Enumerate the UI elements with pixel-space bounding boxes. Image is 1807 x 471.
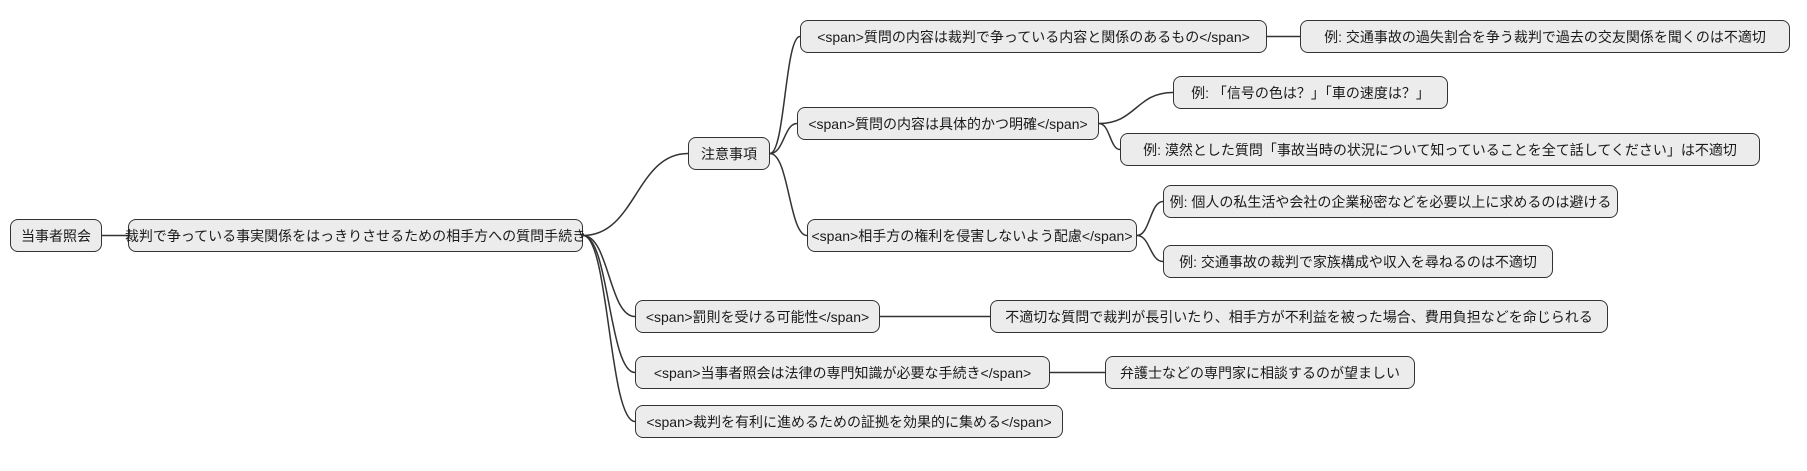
edge-rights-example2 xyxy=(1136,234,1164,263)
edge-rights-example1 xyxy=(1136,200,1164,237)
edge-cautions-specificity xyxy=(769,122,798,155)
node-cautions: 注意事項 xyxy=(688,137,770,170)
node-penalty-detail: 不適切な質問で裁判が長引いたり、相手方が不利益を被った場合、費用負担などを命じら… xyxy=(990,300,1608,333)
node-rights: <span>相手方の権利を侵害しないよう配慮</span> xyxy=(807,219,1137,252)
node-penalty: <span>罰則を受ける可能性</span> xyxy=(635,300,880,333)
edge-definition-purpose xyxy=(582,234,636,423)
node-definition: 裁判で争っている事実関係をはっきりさせるための相手方への質問手続き xyxy=(125,219,586,252)
node-rights-example-1: 例: 個人の私生活や会社の企業秘密などを必要以上に求めるのは避ける xyxy=(1163,185,1618,218)
node-rights-example-2: 例: 交通事故の裁判で家族構成や収入を尋ねるのは不適切 xyxy=(1163,245,1553,278)
node-relevance-example: 例: 交通事故の過失割合を争う裁判で過去の交友関係を聞くのは不適切 xyxy=(1300,20,1790,53)
node-specificity: <span>質問の内容は具体的かつ明確</span> xyxy=(797,107,1099,140)
edge-cautions-relevance xyxy=(769,35,801,155)
node-root: 当事者照会 xyxy=(10,219,102,252)
edge-definition-penalty xyxy=(582,234,636,318)
node-relevance: <span>質問の内容は裁判で争っている内容と関係のあるもの</span> xyxy=(800,20,1267,53)
edge-specificity-example1 xyxy=(1098,91,1174,125)
edge-cautions-rights xyxy=(769,152,808,237)
node-specificity-example-1: 例: 「信号の色は？」「車の速度は？」 xyxy=(1173,76,1448,109)
node-expertise-advice: 弁護士などの専門家に相談するのが望ましい xyxy=(1105,356,1415,389)
node-purpose: <span>裁判を有利に進めるための証拠を効果的に集める</span> xyxy=(635,405,1063,438)
edge-definition-cautions xyxy=(582,152,689,237)
edge-definition-expertise xyxy=(582,234,636,374)
node-expertise: <span>当事者照会は法律の専門知識が必要な手続き</span> xyxy=(635,356,1050,389)
node-specificity-example-2: 例: 漠然とした質問「事故当時の状況について知っていることを全て話してください」… xyxy=(1120,133,1760,166)
edge-specificity-example2 xyxy=(1098,122,1121,151)
